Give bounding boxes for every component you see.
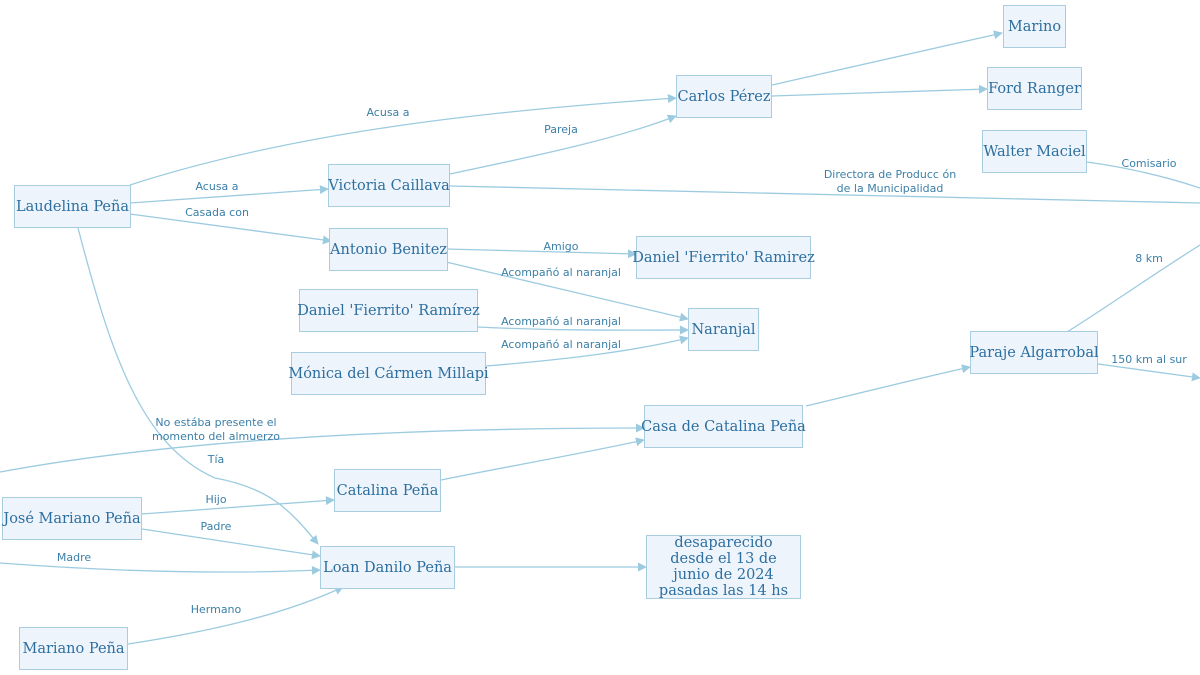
edge-carlos-ford xyxy=(771,84,988,97)
edge-carlos-marino xyxy=(771,30,1003,86)
edge-label-directora-2: de la Municipalidad xyxy=(837,182,944,195)
edge-monica-naranjal xyxy=(485,335,689,367)
edge-paraje-up xyxy=(1066,244,1200,333)
edge-label-no-presente-1: No estába presente el xyxy=(155,416,276,429)
edge-victoria-right xyxy=(449,185,1200,204)
edge-label-acomp-antonio: Acompañó al naranjal xyxy=(501,266,621,279)
edge-jose-catalina xyxy=(141,496,335,515)
edge-laudelina-carlos xyxy=(129,94,677,186)
node-paraje-algarrobal[interactable]: Paraje Algarrobal xyxy=(969,331,1099,374)
edge-victoria-carlos xyxy=(449,114,677,175)
edge-antonio-fierrito xyxy=(445,248,637,259)
edge-label-hermano: Hermano xyxy=(191,603,242,616)
edge-label-amigo: Amigo xyxy=(543,240,578,253)
edge-walter-right xyxy=(1086,161,1200,189)
edge-laudelina-loan xyxy=(77,227,319,545)
edge-laudelina-antonio xyxy=(129,213,332,245)
edge-label-directora-1: Directora de Producc ón xyxy=(824,168,956,181)
node-walter-maciel[interactable]: Walter Maciel xyxy=(982,130,1087,173)
edge-label-acomp-fierrito: Acompañó al naranjal xyxy=(501,315,621,328)
node-jose-mariano-pena[interactable]: José Mariano Peña xyxy=(2,497,142,540)
node-antonio-benitez[interactable]: Antonio Benitez xyxy=(329,228,448,271)
node-monica-del-carmen-millapi[interactable]: Mónica del Cármen Millapi xyxy=(288,352,489,395)
edge-left-casa xyxy=(0,423,645,473)
node-ford-ranger[interactable]: Ford Ranger xyxy=(987,67,1082,110)
edge-mariano-loan xyxy=(127,586,344,645)
edge-catalina-casa xyxy=(440,437,645,481)
edge-label-8km: 8 km xyxy=(1135,252,1163,265)
node-laudelina-pena[interactable]: Laudelina Peña xyxy=(14,185,131,228)
node-victoria-caillava[interactable]: Victoria Caillava xyxy=(328,164,450,207)
node-daniel-fierrito-ramirez[interactable]: Daniel 'Fierrito' Ramirez xyxy=(632,236,815,279)
edge-label-comisario: Comisario xyxy=(1122,157,1177,170)
edge-label-acusa-carlos: Acusa a xyxy=(366,106,409,119)
node-mariano-pena[interactable]: Mariano Peña xyxy=(19,627,128,670)
edge-fierrito2-naranjal xyxy=(477,325,689,335)
edge-label-madre: Madre xyxy=(57,551,91,564)
edge-label-casada: Casada con xyxy=(185,206,249,219)
node-naranjal[interactable]: Naranjal xyxy=(688,308,759,351)
node-marino[interactable]: Marino xyxy=(1003,5,1066,48)
edge-paraje-sur xyxy=(1097,363,1200,382)
edge-label-no-presente-2: momento del almuerzo xyxy=(152,430,280,443)
node-loan-danilo-pena[interactable]: Loan Danilo Peña xyxy=(320,546,455,589)
edge-laudelina-victoria xyxy=(129,185,329,204)
edge-left-loan xyxy=(0,562,321,575)
edge-label-padre: Padre xyxy=(201,520,232,533)
node-desaparecido[interactable]: desaparecido desde el 13 de junio de 202… xyxy=(646,535,801,599)
edge-jose-loan xyxy=(141,528,321,560)
edge-label-tia: Tía xyxy=(207,453,225,466)
edge-label-acusa-victoria: Acusa a xyxy=(195,180,238,193)
edge-label-hijo: Hijo xyxy=(205,493,226,506)
node-casa-de-catalina-pena[interactable]: Casa de Catalina Peña xyxy=(641,405,806,448)
edge-casa-paraje xyxy=(805,364,971,407)
node-daniel-fierrito-ramirez-2[interactable]: Daniel 'Fierrito' Ramírez xyxy=(297,289,480,332)
node-catalina-pena[interactable]: Catalina Peña xyxy=(334,469,441,512)
edge-label-150km: 150 km al sur xyxy=(1111,353,1187,366)
edge-antonio-naranjal xyxy=(445,261,689,322)
edge-label-pareja: Pareja xyxy=(544,123,578,136)
edge-label-acomp-monica: Acompañó al naranjal xyxy=(501,338,621,351)
node-carlos-perez[interactable]: Carlos Pérez xyxy=(676,75,772,118)
